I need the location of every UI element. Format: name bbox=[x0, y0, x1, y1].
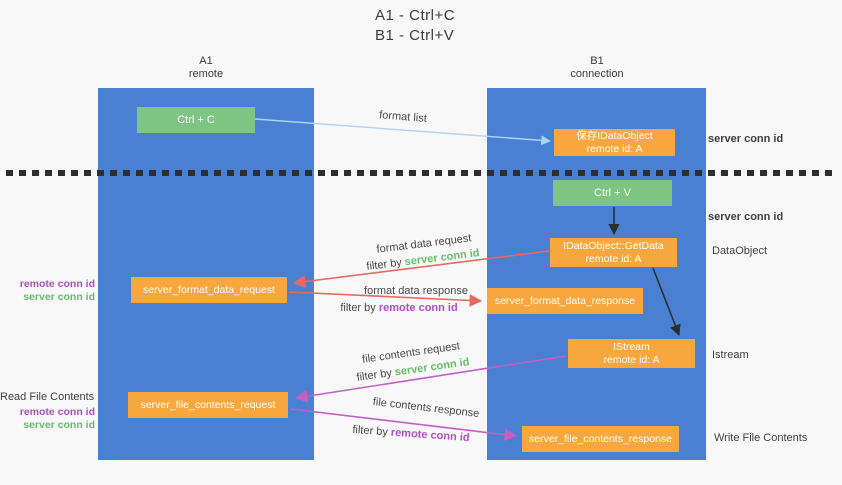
node-ctrl-c: Ctrl + C bbox=[137, 107, 255, 133]
node-istream-line1: IStream bbox=[613, 340, 650, 353]
node-server-file-contents-response: server_file_contents_response bbox=[522, 426, 679, 452]
node-istream: IStream remote id: A bbox=[568, 339, 695, 368]
title-line-1: A1 - Ctrl+C bbox=[374, 7, 456, 24]
remote-conn-id-text: remote conn id bbox=[390, 426, 470, 445]
label-write-file-contents: Write File Contents bbox=[714, 432, 808, 444]
server-conn-id-text: server conn id bbox=[23, 291, 95, 303]
node-getdata-line2: remote id: A bbox=[585, 252, 642, 265]
title-line-2: B1 - Ctrl+V bbox=[374, 27, 455, 44]
filter-by-text: filter by bbox=[355, 367, 393, 384]
label-server-conn-id-right-mid: server conn id bbox=[708, 211, 784, 223]
lane-a1-name: A1 bbox=[199, 55, 213, 67]
label-server-conn-id-right-top: server conn id bbox=[708, 133, 784, 145]
remote-conn-id-text: remote conn id bbox=[378, 302, 458, 314]
node-getdata-line1: IDataObject::GetData bbox=[563, 239, 664, 252]
filter-by-text: filter by bbox=[352, 423, 389, 439]
label-file-contents-response: file contents response bbox=[372, 395, 480, 421]
label-istream: Istream bbox=[712, 349, 749, 361]
filter-by-text: filter by bbox=[365, 256, 403, 273]
phase-separator-dotted-line bbox=[6, 170, 836, 176]
label-conn-ids-left-top: remote conn id server conn id bbox=[0, 278, 95, 304]
lane-a1-role: remote bbox=[188, 68, 224, 80]
node-server-format-data-request: server_format_data_request bbox=[131, 277, 287, 303]
node-istream-line2: remote id: A bbox=[603, 353, 660, 366]
node-server-file-contents-request: server_file_contents_request bbox=[128, 392, 288, 418]
lane-b1-name: B1 bbox=[590, 55, 604, 67]
node-save-idataobject: 保存IDataObject remote id: A bbox=[554, 129, 675, 156]
node-ctrl-v: Ctrl + V bbox=[553, 180, 672, 206]
label-read-file-contents: Read File Contents bbox=[0, 391, 95, 403]
label-dataobject: DataObject bbox=[712, 245, 768, 257]
lane-b1-role: connection bbox=[570, 68, 624, 80]
node-server-format-data-response: server_format_data_response bbox=[487, 288, 643, 314]
label-filter-by-remote-conn-bottom: filter by remote conn id bbox=[352, 424, 470, 444]
node-save-idataobject-line2: remote id: A bbox=[586, 142, 643, 155]
diagram-title: A1 - Ctrl+C B1 - Ctrl+V bbox=[375, 6, 455, 46]
lane-header-b1: B1 connection bbox=[537, 55, 657, 81]
label-conn-ids-left-bottom: remote conn id server conn id bbox=[0, 406, 95, 432]
label-format-data-response: format data response bbox=[364, 285, 468, 297]
node-idataobject-getdata: IDataObject::GetData remote id: A bbox=[550, 238, 677, 267]
label-format-list: format list bbox=[378, 109, 428, 125]
label-filter-by-remote-conn-top: filter by remote conn id bbox=[340, 302, 457, 314]
node-save-idataobject-line1: 保存IDataObject bbox=[576, 129, 653, 142]
server-conn-id-text: server conn id bbox=[23, 419, 95, 431]
filter-by-text: filter by bbox=[340, 302, 376, 314]
remote-conn-id-text: remote conn id bbox=[19, 278, 95, 290]
remote-conn-id-text: remote conn id bbox=[19, 406, 95, 418]
lane-header-a1: A1 remote bbox=[146, 55, 266, 81]
